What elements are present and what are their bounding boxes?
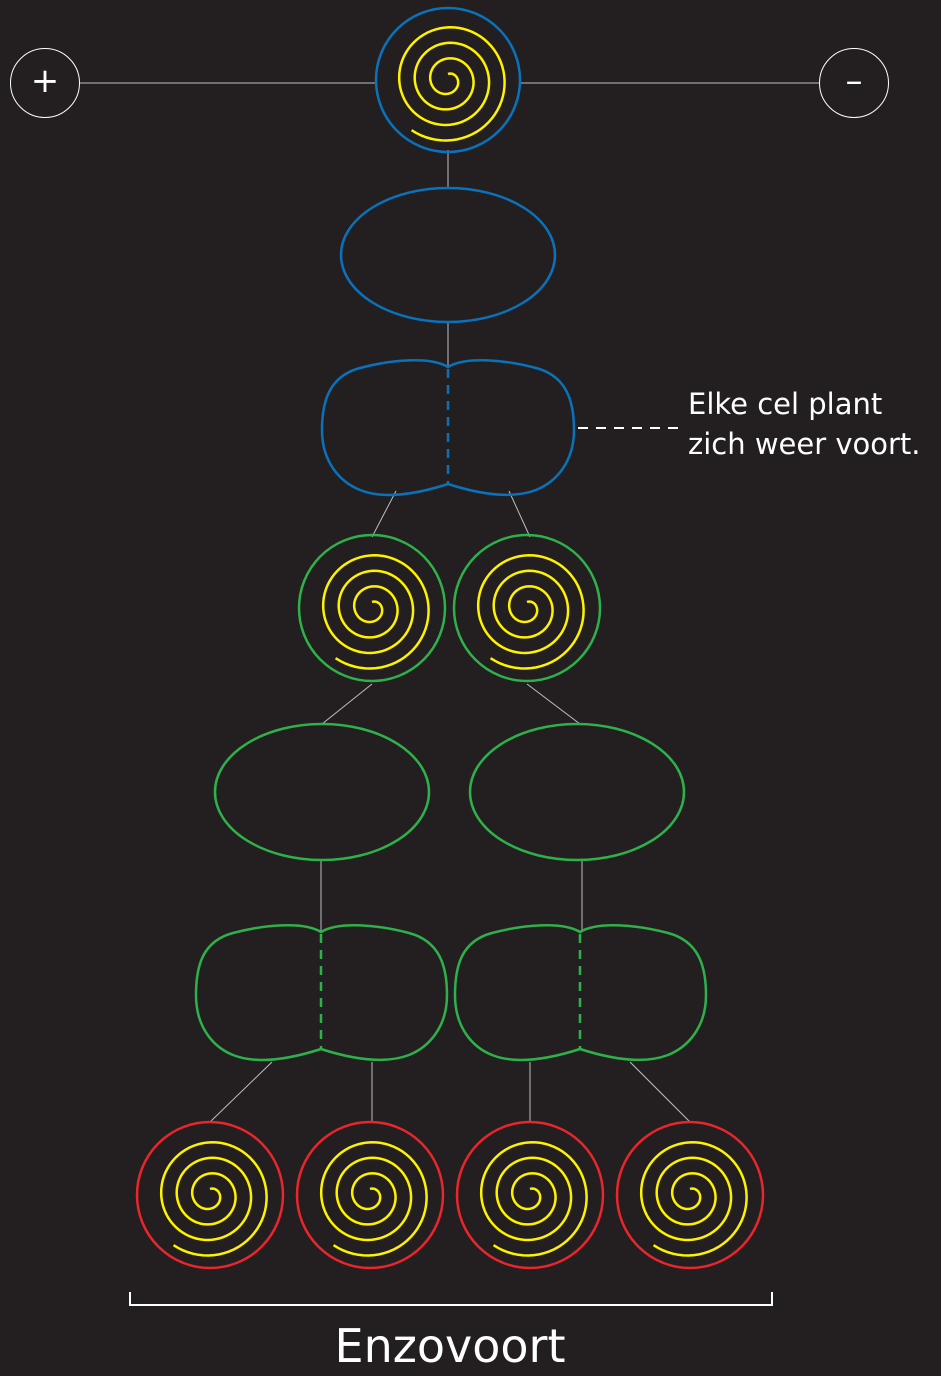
chromosome-spiral-7 bbox=[639, 1141, 748, 1257]
callout-line-1: Elke cel plant bbox=[688, 387, 883, 421]
connector-dividing-to-left-cell bbox=[371, 490, 397, 538]
connector-lines bbox=[80, 82, 819, 1123]
chromosome-spiral-1 bbox=[397, 26, 506, 142]
daughter-cell-left-dividing bbox=[194, 924, 449, 1062]
daughter-cell-right bbox=[452, 533, 602, 683]
bottom-bracket bbox=[129, 1292, 773, 1306]
chromosome-spiral-5 bbox=[319, 1141, 428, 1257]
connector-left-cell-to-oval bbox=[321, 683, 373, 725]
parent-cell bbox=[374, 6, 522, 154]
daughter-cell-right-growing bbox=[468, 722, 686, 862]
granddaughter-cell-4 bbox=[615, 1120, 765, 1270]
connector-dividing-to-right-cell bbox=[508, 490, 531, 538]
parent-cell-dividing bbox=[320, 359, 576, 497]
granddaughter-cell-1 bbox=[135, 1120, 285, 1270]
chromosome-spiral-2 bbox=[321, 554, 430, 670]
callout-line-2: zich weer voort. bbox=[688, 427, 921, 461]
parent-cell-growing bbox=[339, 186, 557, 324]
footer-label: Enzovoort bbox=[334, 1319, 566, 1373]
minus-icon: – bbox=[845, 61, 863, 101]
chromosome-spiral-3 bbox=[476, 554, 585, 670]
granddaughter-cell-3 bbox=[455, 1120, 605, 1270]
daughter-cell-right-dividing bbox=[453, 924, 708, 1062]
granddaughter-cell-2 bbox=[295, 1120, 445, 1270]
connector-dividing-to-cell-4 bbox=[629, 1061, 691, 1123]
decrease-button[interactable]: – bbox=[819, 48, 889, 118]
increase-button[interactable]: + bbox=[10, 48, 80, 118]
daughter-cell-left bbox=[297, 533, 447, 683]
chromosome-spiral-4 bbox=[159, 1141, 268, 1257]
chromosome-spiral-6 bbox=[479, 1141, 588, 1257]
callout-text: Elke cel plant zich weer voort. bbox=[688, 384, 921, 464]
connector-dividing-to-cell-1 bbox=[209, 1061, 273, 1123]
chromosome-spirals bbox=[159, 26, 748, 1257]
daughter-cell-left-growing bbox=[213, 722, 431, 862]
connector-right-cell-to-oval bbox=[526, 683, 581, 725]
plus-icon: + bbox=[30, 61, 60, 101]
